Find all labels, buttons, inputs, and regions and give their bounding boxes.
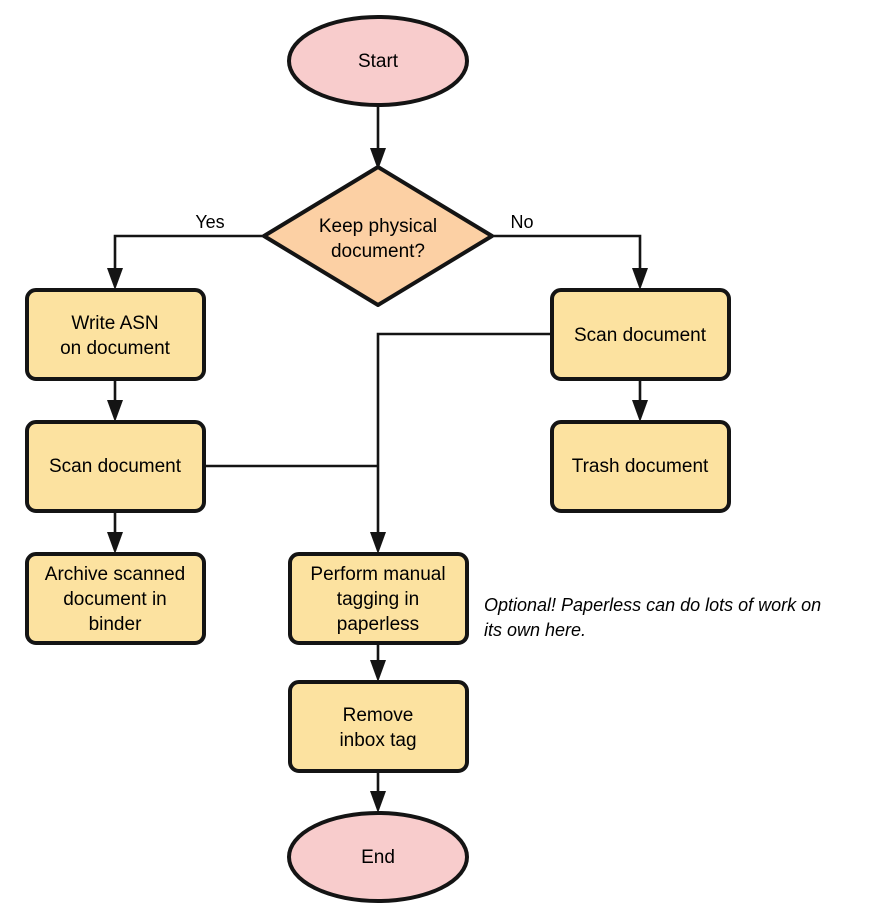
end-terminator-shape[interactable] bbox=[287, 811, 469, 903]
node-remove-inbox-tag[interactable]: Remove inbox tag bbox=[288, 680, 469, 773]
optional-note-line-1: Optional! Paperless can do lots of work … bbox=[484, 595, 821, 615]
remove-inbox-tag-box-shape[interactable] bbox=[288, 680, 469, 773]
archive-label-line-2: document in bbox=[63, 589, 167, 610]
node-archive-scanned-document-in-binder[interactable]: Archive scanned document in binder bbox=[25, 552, 206, 645]
write-asn-box-shape[interactable] bbox=[25, 288, 206, 381]
arrowhead-icon bbox=[370, 532, 386, 554]
write-asn-label-line-2: on document bbox=[60, 338, 171, 359]
node-end[interactable]: End bbox=[287, 811, 469, 903]
remove-inbox-tag-label-line-1: Remove bbox=[343, 705, 414, 726]
edge-tagging-to-remove-inbox bbox=[370, 643, 386, 682]
edge-label-no: No bbox=[510, 212, 533, 232]
edge-label-yes: Yes bbox=[195, 212, 224, 232]
archive-box-shape[interactable] bbox=[25, 552, 206, 645]
edge-scan-right-to-tagging bbox=[370, 332, 552, 554]
optional-note-annotation: Optional! Paperless can do lots of work … bbox=[484, 595, 821, 640]
scan-document-left-box-shape[interactable] bbox=[25, 420, 206, 513]
end-label: End bbox=[361, 847, 395, 868]
node-keep-physical-document[interactable]: Keep physical document? bbox=[262, 165, 494, 307]
arrowhead-icon bbox=[370, 148, 386, 170]
edge-decision-to-scan-right bbox=[492, 234, 648, 290]
optional-note-line-2: its own here. bbox=[484, 620, 586, 640]
node-perform-manual-tagging-in-paperless[interactable]: Perform manual tagging in paperless bbox=[288, 552, 469, 645]
node-write-asn-on-document[interactable]: Write ASN on document bbox=[25, 288, 206, 381]
arrowhead-icon bbox=[370, 791, 386, 813]
archive-label-line-3: binder bbox=[89, 614, 142, 635]
start-label: Start bbox=[358, 51, 399, 72]
connector-layer bbox=[107, 105, 648, 813]
node-trash-document[interactable]: Trash document bbox=[550, 420, 731, 513]
edge-scan-left-to-archive bbox=[107, 511, 123, 554]
scan-document-left-label: Scan document bbox=[49, 456, 182, 477]
start-terminator-shape[interactable] bbox=[287, 15, 469, 107]
scan-document-right-box-shape[interactable] bbox=[550, 288, 731, 381]
trash-document-box-shape[interactable] bbox=[550, 420, 731, 513]
decision-label-line-2: document? bbox=[331, 241, 425, 262]
decision-diamond-shape[interactable] bbox=[262, 165, 494, 307]
manual-tagging-label-line-2: tagging in bbox=[337, 589, 419, 610]
decision-label-line-1: Keep physical bbox=[319, 216, 437, 237]
archive-label-line-1: Archive scanned bbox=[45, 564, 185, 585]
arrowhead-icon bbox=[107, 532, 123, 554]
edge-scan-right-to-trash bbox=[632, 379, 648, 422]
edge-write-asn-to-scan-left bbox=[107, 379, 123, 422]
manual-tagging-box-shape[interactable] bbox=[288, 552, 469, 645]
manual-tagging-label-line-1: Perform manual bbox=[310, 564, 445, 585]
write-asn-label-line-1: Write ASN bbox=[71, 313, 158, 334]
node-scan-document-right[interactable]: Scan document bbox=[550, 288, 731, 381]
scan-document-right-label: Scan document bbox=[574, 325, 707, 346]
arrowhead-icon bbox=[107, 400, 123, 422]
node-scan-document-left[interactable]: Scan document bbox=[25, 420, 206, 513]
edge-remove-inbox-to-end bbox=[370, 771, 386, 813]
edge-start-to-decision bbox=[370, 105, 386, 170]
manual-tagging-label-line-3: paperless bbox=[337, 614, 419, 635]
arrowhead-icon bbox=[107, 268, 123, 290]
node-start[interactable]: Start bbox=[287, 15, 469, 107]
edge-decision-to-write-asn bbox=[107, 234, 264, 290]
arrowhead-icon bbox=[632, 400, 648, 422]
arrowhead-icon bbox=[370, 660, 386, 682]
arrowhead-icon bbox=[632, 268, 648, 290]
trash-document-label: Trash document bbox=[572, 456, 709, 477]
remove-inbox-tag-label-line-2: inbox tag bbox=[339, 730, 416, 751]
